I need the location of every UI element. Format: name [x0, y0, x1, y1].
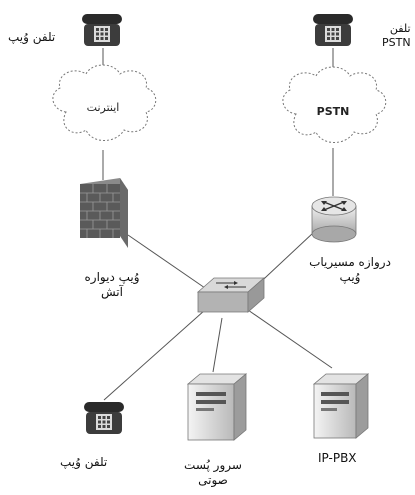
voip-phone-top-label: تلفن وُیپ — [8, 30, 56, 44]
connections — [102, 48, 334, 401]
firewall-label-line2: آتش — [101, 285, 123, 299]
router-icon — [311, 196, 357, 243]
internet-cloud — [52, 64, 157, 141]
internet-cloud-label: اینترنت — [87, 101, 120, 114]
link-switch-voicemail — [212, 317, 223, 373]
phone-icon — [84, 402, 124, 434]
pstn-phone-label-line2: PSTN — [382, 36, 411, 49]
router-label: دروازه مسیریاب وُیپ — [300, 255, 400, 285]
link-switch-pbx — [247, 309, 333, 369]
firewall-label-line1: وُیپ دیواره — [84, 270, 140, 284]
router-label-line1: دروازه مسیریاب — [309, 255, 391, 269]
voicemail-server-label: سرور پُست صوتی — [178, 458, 248, 488]
link-firewall-switch — [127, 234, 206, 289]
phone-icon — [82, 14, 122, 46]
voip-phone-bottom-label: تلفن وُیپ — [60, 455, 108, 469]
server-icon — [186, 373, 248, 441]
firewall-icon — [80, 178, 128, 248]
switch-icon — [196, 277, 266, 313]
pstn-cloud-label: PSTN — [317, 105, 350, 118]
voicemail-server-label-line2: صوتی — [198, 473, 228, 487]
voicemail-server-label-line1: سرور پُست — [184, 458, 242, 472]
ip-pbx-label: IP-PBX — [318, 451, 357, 465]
link-switch-phone — [103, 309, 206, 401]
server-icon — [312, 373, 370, 439]
pstn-phone-label-line1: تلفن — [389, 22, 411, 35]
pstn-phone-icon — [313, 14, 353, 46]
firewall-label: وُیپ دیواره آتش — [82, 270, 142, 300]
pstn-phone-label: تلفن PSTN — [382, 22, 411, 50]
router-label-line2: وُیپ — [339, 270, 361, 284]
pstn-cloud — [282, 66, 387, 143]
